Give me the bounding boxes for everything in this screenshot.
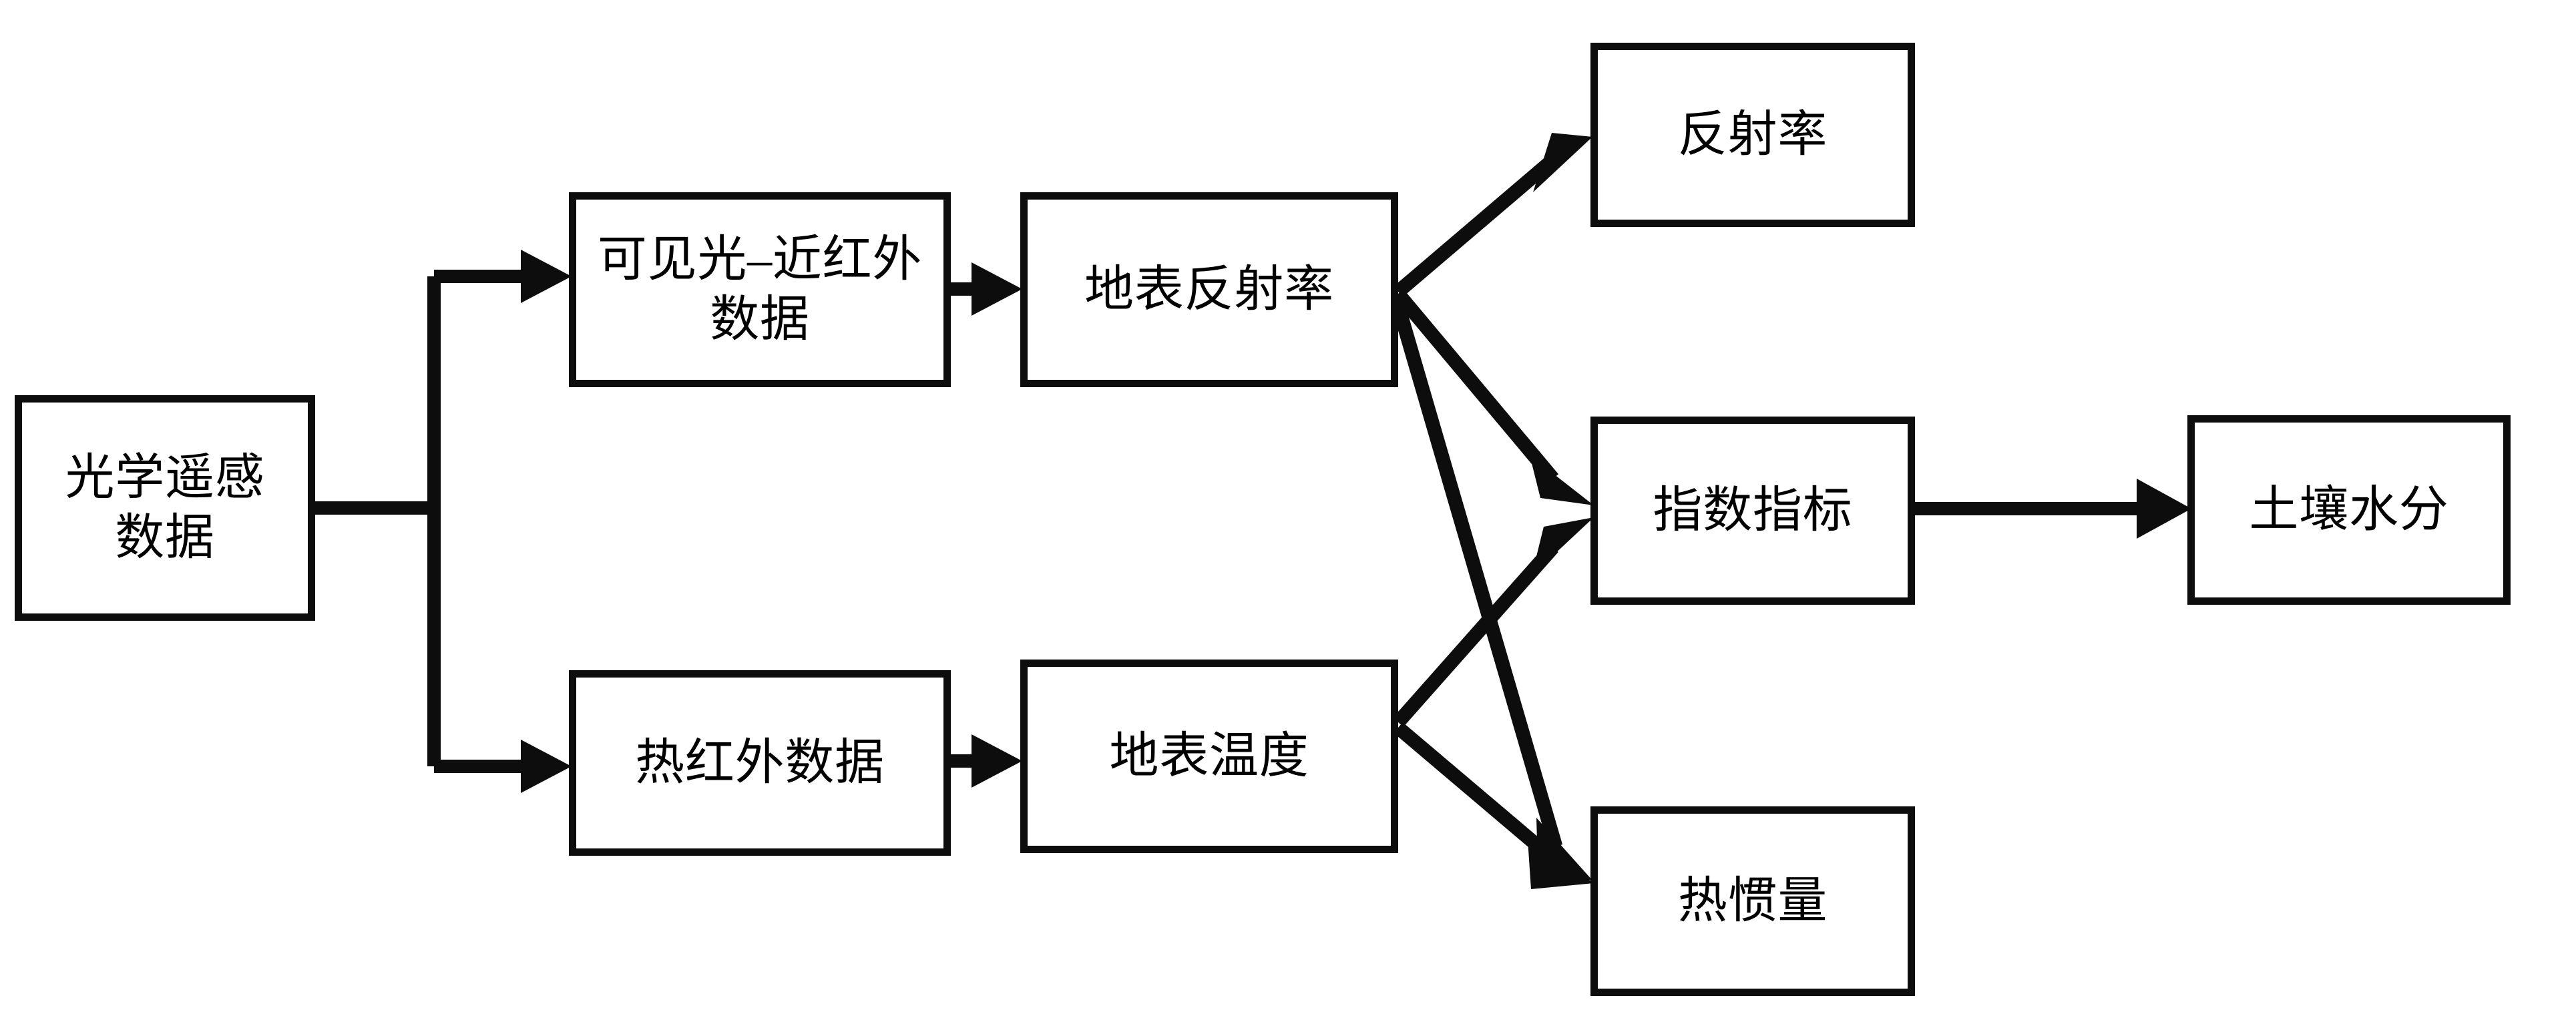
node-label-thermal-inertia: 热惯量 xyxy=(1677,873,1828,929)
arrowhead-surfrefl-to-thermal-inertia xyxy=(1536,818,1593,881)
node-optical-remote-sensing-data[interactable]: 光学遥感 数据 xyxy=(15,395,315,621)
node-label-soil-moisture: 土壤水分 xyxy=(2249,482,2449,537)
arrowhead-optical-to-thermal xyxy=(521,740,572,793)
edge-surfrefl-to-thermal-inertia xyxy=(1388,294,1593,881)
edge-visnir-to-surface-reflectance xyxy=(951,262,1022,316)
node-label-optical-remote-sensing-data: 光学遥感 数据 xyxy=(65,450,265,565)
edge-surfrefl-to-reflectance xyxy=(1393,133,1592,297)
node-label-land-surface-temperature: 地表温度 xyxy=(1109,728,1309,784)
edge-lst-to-index-line xyxy=(1393,543,1558,727)
node-land-surface-temperature[interactable]: 地表温度 xyxy=(1020,660,1398,853)
arrowhead-lst-to-thermal-inertia xyxy=(1528,840,1594,889)
node-surface-reflectance[interactable]: 地表反射率 xyxy=(1020,192,1398,387)
node-label-reflectance: 反射率 xyxy=(1677,107,1828,162)
edge-surfrefl-to-index-line xyxy=(1392,289,1559,483)
node-thermal-infrared-data[interactable]: 热红外数据 xyxy=(569,670,951,856)
node-soil-moisture[interactable]: 土壤水分 xyxy=(2187,415,2511,605)
edge-index-to-soil-moisture xyxy=(1915,479,2191,539)
edge-lst-to-index xyxy=(1393,517,1594,727)
edge-optical-to-branches xyxy=(315,250,572,793)
arrowhead-surfrefl-to-index xyxy=(1530,455,1594,505)
arrowhead-visnir-to-surfrefl xyxy=(972,262,1022,316)
node-index-indicator[interactable]: 指数指标 xyxy=(1590,417,1915,605)
node-label-index-indicator: 指数指标 xyxy=(1653,483,1853,538)
node-reflectance[interactable]: 反射率 xyxy=(1590,43,1915,227)
node-vis-nir-data[interactable]: 可见光–近红外 数据 xyxy=(569,192,951,387)
arrowhead-optical-to-visnir xyxy=(521,250,572,303)
node-label-vis-nir-data: 可见光–近红外 数据 xyxy=(597,232,923,347)
edge-surfrefl-to-thermal-inertia-line xyxy=(1388,294,1563,848)
node-label-surface-reflectance: 地表反射率 xyxy=(1084,262,1334,317)
edge-lst-to-thermal-inertia xyxy=(1393,722,1594,889)
edge-thermal-to-lst xyxy=(951,734,1022,788)
edge-surfrefl-to-reflectance-line xyxy=(1393,155,1557,297)
arrowhead-lst-to-index xyxy=(1532,517,1594,575)
edge-lst-to-thermal-inertia-line xyxy=(1393,722,1560,867)
node-thermal-inertia[interactable]: 热惯量 xyxy=(1590,806,1915,996)
edge-surfrefl-to-index xyxy=(1392,289,1594,505)
node-label-thermal-infrared-data: 热红外数据 xyxy=(635,735,885,790)
arrowhead-index-to-soil-moisture xyxy=(2137,479,2191,539)
arrowhead-thermal-to-lst xyxy=(972,734,1022,788)
arrowhead-surfrefl-to-reflectance xyxy=(1533,133,1592,192)
